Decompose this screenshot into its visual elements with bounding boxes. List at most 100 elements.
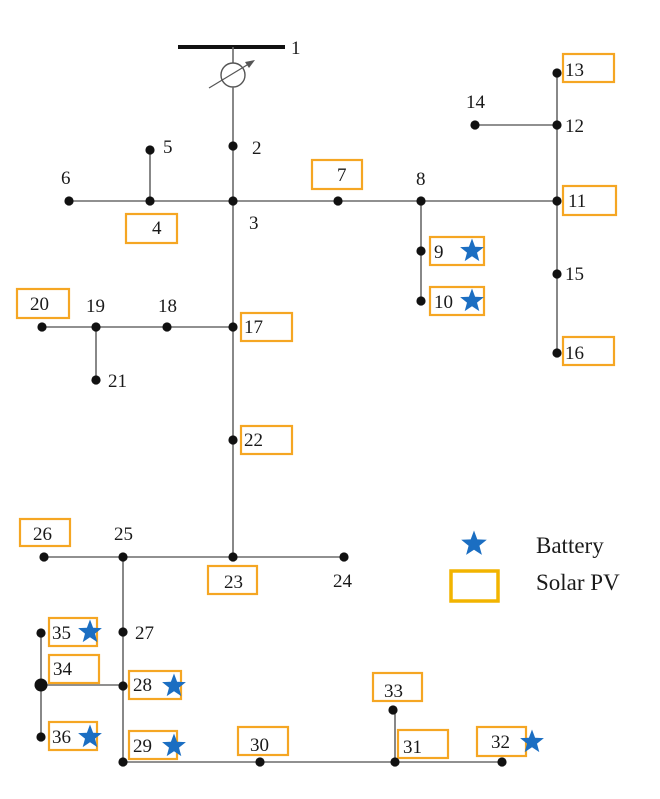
bus-label-33: 33 (384, 681, 403, 702)
solar-pv-box-20 (15, 287, 71, 320)
bus-label-22: 22 (244, 430, 263, 451)
bus-node-2 (228, 141, 238, 151)
bus-label-17: 17 (244, 317, 263, 338)
solar-pv-box-22 (239, 424, 294, 456)
battery-star-icon-28 (162, 673, 186, 697)
solar-pv-box-34 (47, 653, 101, 685)
bus-node-27 (118, 627, 128, 637)
bus-label-19: 19 (86, 296, 105, 317)
generator-circle-icon (220, 62, 246, 88)
bus-node-35 (36, 628, 46, 638)
solar-pv-box-17 (239, 311, 294, 343)
solar-pv-box-7 (310, 158, 364, 191)
bus-label-6: 6 (61, 168, 71, 189)
bus-node-4 (145, 196, 155, 206)
bus-node-3 (228, 196, 238, 206)
solar-legend-box-icon (449, 569, 500, 603)
bus-node-16 (552, 348, 562, 358)
generator-arrowhead-icon (245, 60, 255, 68)
bus-label-1: 1 (291, 38, 301, 59)
bus-label-29: 29 (133, 736, 152, 757)
bus-node-19 (91, 322, 101, 332)
bus-node-21 (91, 375, 101, 385)
solar-pv-box-4 (124, 212, 179, 245)
bus-label-13: 13 (565, 60, 584, 81)
bus-node-14 (470, 120, 480, 130)
bus-label-28: 28 (133, 675, 152, 696)
bus-node-13 (552, 68, 562, 78)
battery-star-icon-29 (162, 733, 186, 757)
bus-node-7 (333, 196, 343, 206)
legend-battery-label: Battery (536, 533, 604, 558)
solar-pv-box-23 (206, 564, 259, 596)
bus-label-31: 31 (403, 737, 422, 758)
bus-label-23: 23 (224, 572, 243, 593)
bus-node-9 (416, 246, 426, 256)
bus-label-5: 5 (163, 137, 173, 158)
bus-node-31 (390, 757, 400, 767)
solar-pv-box-31 (396, 728, 450, 760)
bus-label-3: 3 (249, 213, 259, 234)
bus-node-36 (36, 732, 46, 742)
battery-legend-star-icon (461, 530, 487, 555)
bus-node-8 (416, 196, 426, 206)
solar-pv-box-13 (561, 52, 616, 84)
bus-node-29 (118, 757, 128, 767)
bus-node-11 (552, 196, 562, 206)
solar-pv-box-11 (561, 184, 618, 217)
source-bus: 1 (178, 38, 301, 146)
bus-node-25 (118, 552, 128, 562)
battery-star-icon-35 (78, 619, 102, 643)
bus-label-2: 2 (252, 138, 262, 159)
solar-pv-box-33 (371, 671, 424, 703)
bus-node-30 (255, 757, 265, 767)
bus-label-20: 20 (30, 294, 49, 315)
bus-label-21: 21 (108, 371, 127, 392)
solar-pv-box-10 (428, 285, 486, 317)
battery-star-icon-36 (78, 724, 102, 748)
bus-label-35: 35 (52, 623, 71, 644)
bus-node-6 (64, 196, 74, 206)
branch-28-34 (41, 684, 124, 686)
bus-label-11: 11 (568, 191, 586, 212)
battery-star-icon-10 (460, 288, 484, 312)
bus-node-18 (162, 322, 172, 332)
bus-label-15: 15 (565, 264, 584, 285)
legend: Battery Solar PV (449, 530, 620, 603)
bus-label-27: 27 (135, 623, 154, 644)
bus-node-28 (118, 681, 128, 691)
bus-label-8: 8 (416, 169, 426, 190)
solar-pv-box-26 (18, 517, 72, 548)
bus-node-33 (388, 705, 398, 715)
bus-label-30: 30 (250, 735, 269, 756)
bus-label-36: 36 (52, 727, 71, 748)
bus-label-12: 12 (565, 116, 584, 137)
bus-label-32: 32 (491, 732, 510, 753)
bus-node-20 (37, 322, 47, 332)
bus-node-22 (228, 435, 238, 445)
bus-node-34 (34, 678, 48, 692)
battery-star-icon-9 (460, 238, 484, 262)
branch-lines (40, 73, 558, 763)
bus-node-15 (552, 269, 562, 279)
battery-star-icon-32 (520, 729, 544, 753)
battery-markers (78, 238, 544, 757)
solar-pv-box-30 (236, 725, 290, 757)
bus-label-14: 14 (466, 92, 486, 113)
bus-label-25: 25 (114, 524, 133, 545)
bus-nodes (34, 68, 562, 767)
bus-label-16: 16 (565, 343, 584, 364)
generator-arrow-icon (208, 61, 253, 89)
solar-pv-box-9 (428, 235, 486, 267)
bus-node-32 (497, 757, 507, 767)
bus-label-34: 34 (53, 659, 73, 680)
bus-label-10: 10 (434, 292, 453, 313)
solar-pv-box-16 (561, 335, 616, 367)
bus-node-24 (339, 552, 349, 562)
bus-node-26 (39, 552, 49, 562)
bus-node-10 (416, 296, 426, 306)
bus-node-12 (552, 120, 562, 130)
bus-node-23 (228, 552, 238, 562)
